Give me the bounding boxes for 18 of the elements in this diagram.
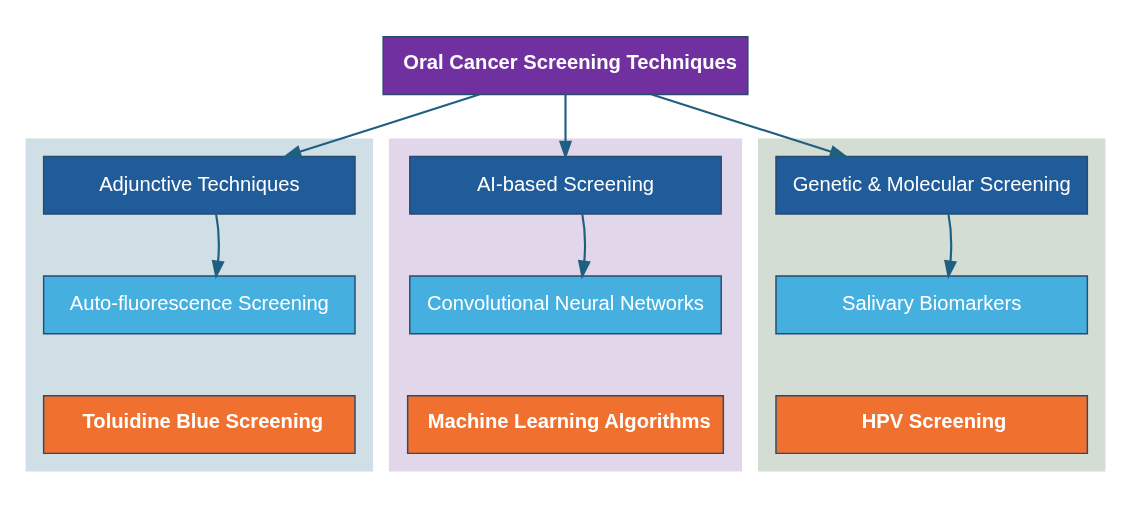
node-box: Adjunctive Techniques [42, 155, 356, 215]
arrow [577, 213, 591, 279]
arrow [282, 93, 480, 158]
node-box: HPV Screening [775, 394, 1089, 454]
arrow [944, 213, 958, 279]
node-box: Machine Learning Algorithms [406, 394, 725, 454]
node-box: Convolutional Neural Networks [409, 274, 722, 334]
arrow [558, 94, 573, 160]
node-box: AI-based Screening [409, 155, 722, 215]
node-box: Toluidine Blue Screening [42, 394, 356, 454]
node-box: Auto-fluorescence Screening [42, 274, 356, 334]
node-box: Oral Cancer Screening Techniques [382, 35, 749, 95]
cluster [25, 137, 374, 471]
cluster [757, 137, 1106, 471]
node-box: Salivary Biomarkers [775, 274, 1089, 334]
arrow [211, 213, 225, 279]
node-box: Genetic & Molecular Screening [775, 155, 1089, 215]
arrow [651, 93, 849, 158]
